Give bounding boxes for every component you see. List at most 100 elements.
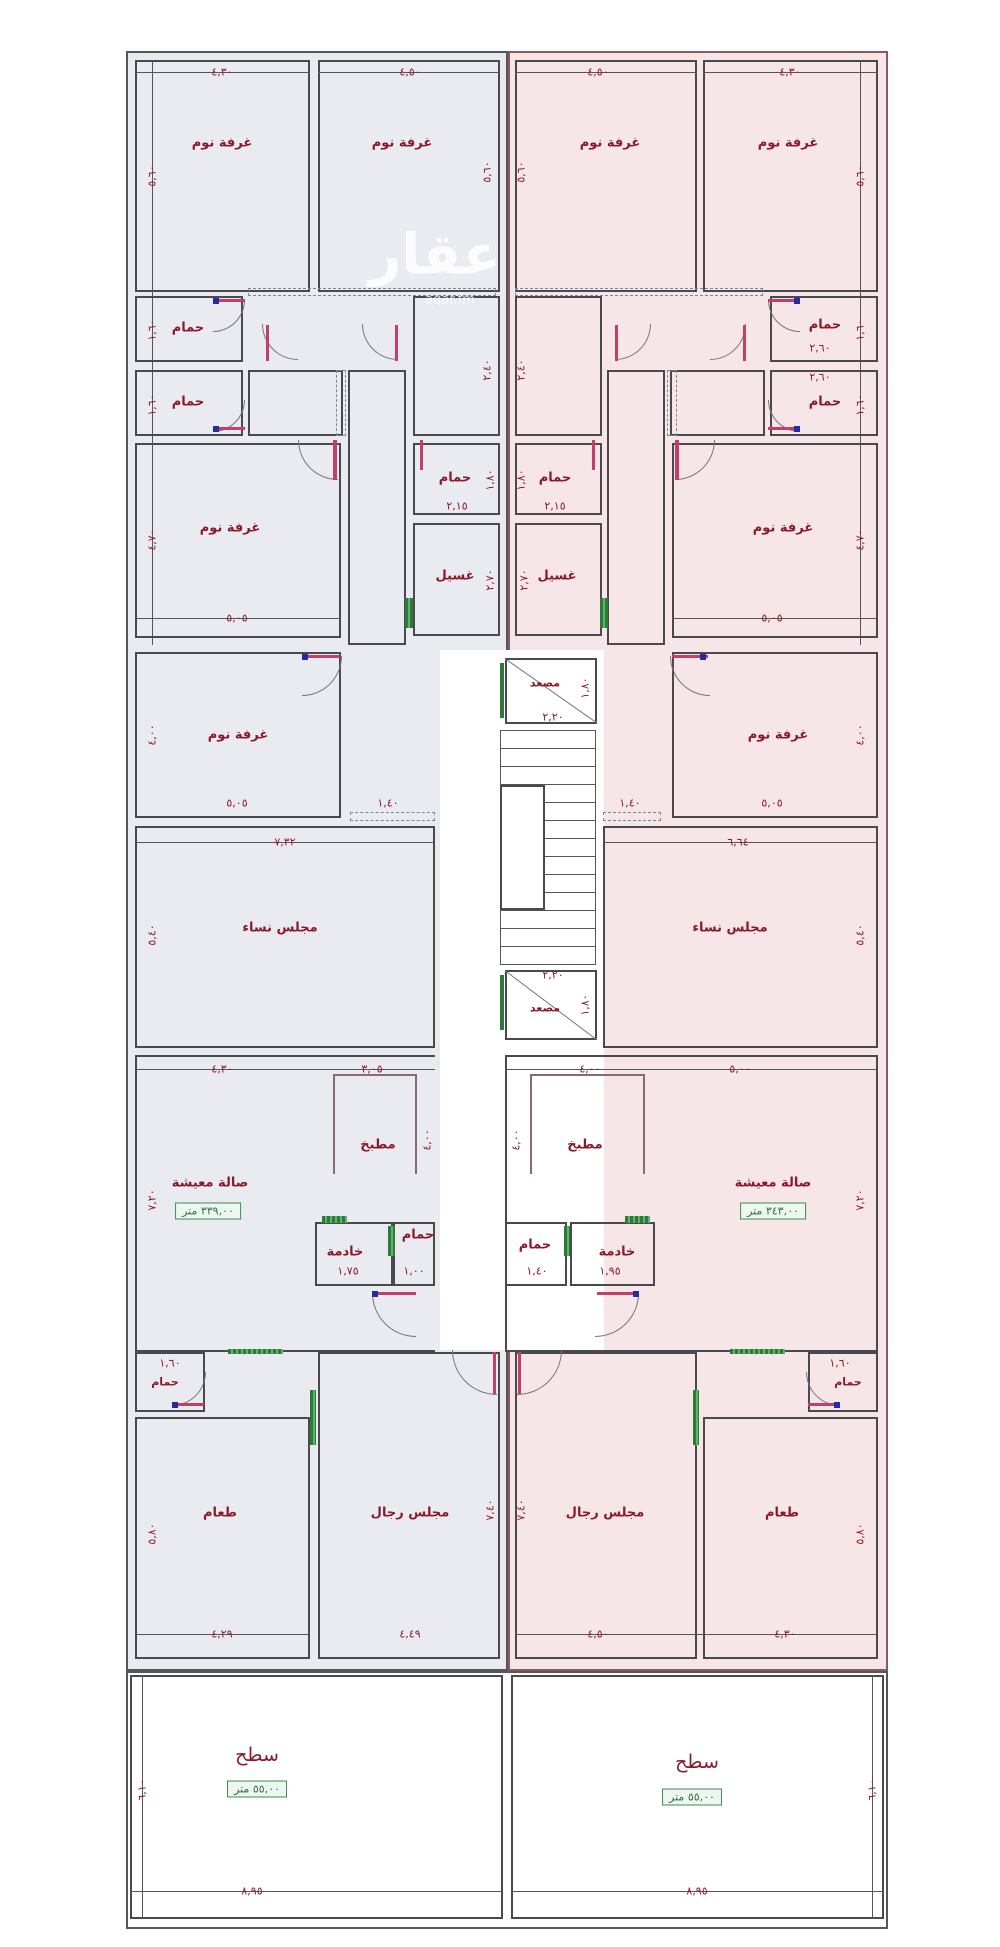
right-guest-bath xyxy=(808,1352,878,1412)
left-kitchen-label: مطبخ xyxy=(360,1137,396,1153)
right-bedroom-lower-height: ٤,٠٠ xyxy=(853,724,867,746)
right-bedroom-top-mid-width: ٤,٥٠ xyxy=(587,65,609,79)
left-bath-3 xyxy=(413,443,500,515)
right-bedroom-top-mid-height: ٥,٦٠ xyxy=(514,161,528,183)
left-laundry-height: ٢,٧٠ xyxy=(483,569,497,591)
right-bath-2 xyxy=(770,370,878,436)
right-maid-bath-width: ١,٤٠ xyxy=(526,1264,548,1278)
left-guest-bath-label: حمام xyxy=(151,1375,179,1389)
roof-left-height: ٦,١٠ xyxy=(135,1779,149,1801)
left-maid-bath-sliding-door[interactable] xyxy=(388,1226,395,1256)
elevator-bottom-door[interactable] xyxy=(500,975,504,1030)
left-bedroom-top-left-label: غرفة نوم xyxy=(191,135,253,151)
left-living-area-badge: ٣٣٩,٠٠ متر xyxy=(175,1202,241,1220)
left-maid-bath-width: ١,٠٠ xyxy=(403,1264,425,1278)
right-bath-2-width: ٢,٦٠ xyxy=(809,370,831,384)
left-women-majlis-label: مجلس نساء xyxy=(242,920,318,936)
left-corridor xyxy=(348,370,406,645)
right-guest-bath-label: حمام xyxy=(834,1375,862,1389)
left-bedroom-mid-label: غرفة نوم xyxy=(199,520,261,536)
left-bath-3-height: ١,٨٠ xyxy=(483,469,497,491)
right-guest-sliding-door[interactable] xyxy=(730,1349,785,1354)
right-kitchen xyxy=(530,1074,645,1174)
right-men-majlis-label: مجلس رجال xyxy=(565,1505,645,1521)
right-kitchen-height: ٤,٠٠ xyxy=(509,1129,523,1151)
left-bath-2-height: ١,٦٠ xyxy=(145,394,159,416)
right-women-majlis-height: ٥,٤٠ xyxy=(853,924,867,946)
right-bedroom-mid xyxy=(672,443,878,638)
left-maid-room-width: ١,٧٥ xyxy=(337,1264,359,1278)
right-bedroom-mid-width: ٥,٠٥ xyxy=(761,611,783,625)
left-bedroom-lower-height: ٤,٠٠ xyxy=(145,724,159,746)
left-maid-bath-label: حمام xyxy=(401,1227,435,1243)
left-laundry-sliding-door[interactable] xyxy=(405,598,413,628)
right-maid-room-label: خادمة xyxy=(598,1244,636,1260)
right-men-majlis-sliding-door[interactable] xyxy=(693,1390,699,1445)
left-bath-1-label: حمام xyxy=(171,320,205,336)
elevator-bottom-height: ١,٨٠ xyxy=(578,994,592,1016)
left-living-label: صالة معيشة xyxy=(171,1175,249,1191)
left-corridor-upper xyxy=(413,296,500,436)
left-men-majlis xyxy=(318,1352,500,1659)
left-maid-room-sliding-door[interactable] xyxy=(322,1216,347,1223)
left-bedroom-lower-label: غرفة نوم xyxy=(207,727,269,743)
right-laundry xyxy=(515,523,602,636)
left-bedroom-top-mid-label: غرفة نوم xyxy=(371,135,433,151)
left-bath-2-label: حمام xyxy=(171,394,205,410)
left-laundry-label: غسيل xyxy=(435,568,475,584)
left-bedroom-lower-width: ٥,٠٥ xyxy=(226,796,248,810)
right-bath-1-label: حمام xyxy=(808,317,842,333)
right-guest-bath-width: ١,٦٠ xyxy=(829,1356,851,1370)
left-guest-sliding-door[interactable] xyxy=(228,1349,283,1354)
right-women-majlis-label: مجلس نساء xyxy=(692,920,768,936)
right-men-majlis xyxy=(515,1352,697,1659)
left-kitchen xyxy=(333,1074,417,1174)
right-maid-room-width: ١,٩٥ xyxy=(599,1264,621,1278)
right-laundry-sliding-door[interactable] xyxy=(600,598,608,628)
right-men-majlis-width: ٤,٥٠ xyxy=(587,1627,609,1641)
right-bedroom-lower xyxy=(672,652,878,818)
left-corridor-width: ١,٤٠ xyxy=(377,796,399,810)
roof-left-area-badge: ٥٥,٠٠ متر xyxy=(227,1780,287,1798)
right-bedroom-top-right-label: غرفة نوم xyxy=(757,135,819,151)
right-kitchen-width: ٤,٠٠ xyxy=(579,1062,601,1076)
elevator-top-label: مصعد xyxy=(529,676,561,690)
right-laundry-height: ٢,٧٠ xyxy=(517,569,531,591)
right-maid-bath-sliding-door[interactable] xyxy=(564,1226,571,1256)
right-maid-bath-label: حمام xyxy=(518,1237,552,1253)
elevator-top-door[interactable] xyxy=(500,663,504,718)
roof-right xyxy=(511,1675,884,1919)
left-bedroom-top-mid-height: ٥,٦٠ xyxy=(480,161,494,183)
left-men-majlis-width: ٤,٤٩ xyxy=(399,1627,421,1641)
left-women-majlis-width: ٧,٣٢ xyxy=(274,835,296,849)
right-maid-room xyxy=(570,1222,655,1286)
left-living-room xyxy=(135,1055,435,1352)
right-bath-2-label: حمام xyxy=(808,394,842,410)
left-bedroom-top-mid-width: ٤,٥٠ xyxy=(399,65,421,79)
elevator-top-width: ٢,٢٠ xyxy=(542,710,564,724)
left-guest-bath-width: ١,٦٠ xyxy=(159,1356,181,1370)
right-bath-1-height: ١,٦٠ xyxy=(853,319,867,341)
roof-right-label: سطح xyxy=(675,1751,719,1773)
stairs-landing xyxy=(500,785,545,910)
elevator-bottom-label: مصعد xyxy=(529,1001,561,1015)
left-lobby-top xyxy=(248,370,343,436)
right-bath-3-label: حمام xyxy=(538,470,572,486)
right-bedroom-lower-label: غرفة نوم xyxy=(747,727,809,743)
left-kitchen-width: ٣,٠٥ xyxy=(361,1062,383,1076)
right-corridor-dim: ٢,٤٠ xyxy=(514,359,528,381)
left-men-majlis-sliding-door[interactable] xyxy=(310,1390,316,1445)
right-women-majlis xyxy=(603,826,878,1048)
left-living-width: ٤,٣٠ xyxy=(211,1062,233,1076)
left-laundry xyxy=(413,523,500,636)
right-dining-width: ٤,٣٠ xyxy=(774,1627,796,1641)
right-maid-room-sliding-door[interactable] xyxy=(625,1216,650,1223)
right-men-majlis-height: ٧,٤٠ xyxy=(514,1499,528,1521)
left-maid-room-label: خادمة xyxy=(326,1244,364,1260)
left-living-height: ٧,٢٠ xyxy=(145,1189,159,1211)
right-corridor-width: ١,٤٠ xyxy=(619,796,641,810)
left-bath-1-height: ١,٦٠ xyxy=(145,319,159,341)
right-bedroom-mid-label: غرفة نوم xyxy=(752,520,814,536)
left-men-majlis-label: مجلس رجال xyxy=(370,1505,450,1521)
